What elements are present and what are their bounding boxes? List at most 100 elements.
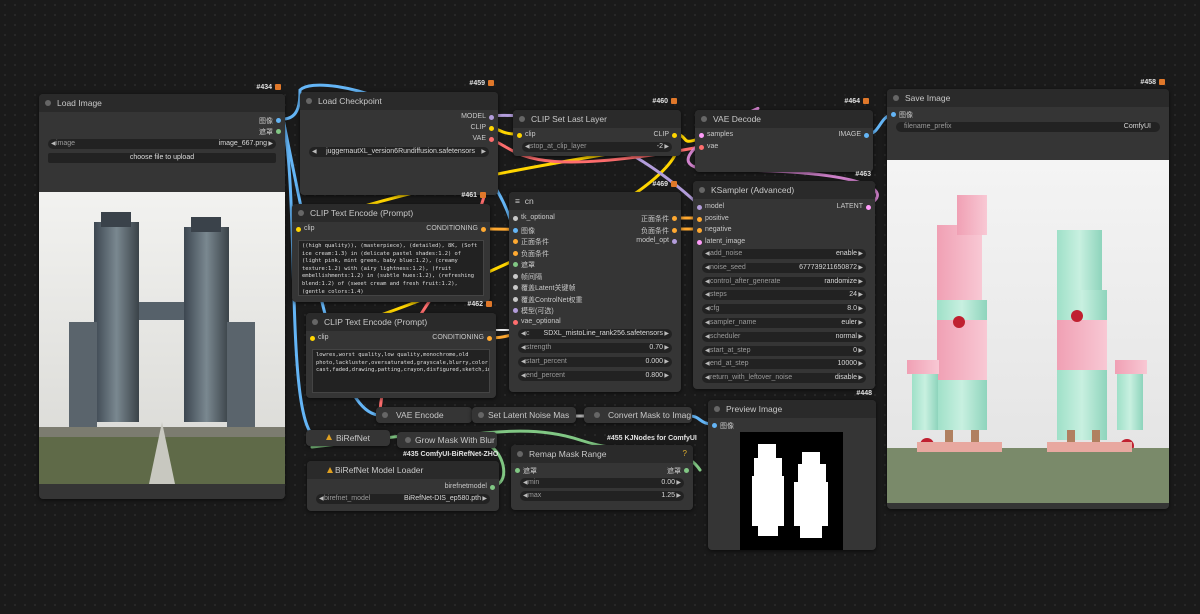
arrow-left-icon[interactable]: ◀ bbox=[51, 141, 56, 147]
ksampler-input[interactable]: latent_image bbox=[697, 238, 745, 245]
node-id: #458 bbox=[1140, 79, 1165, 86]
node-id: #463 bbox=[855, 171, 871, 178]
node-id: #469 bbox=[652, 181, 677, 188]
input-clip[interactable]: clip bbox=[296, 225, 315, 232]
output-image[interactable]: 图像 bbox=[259, 116, 281, 126]
node-id: #462 bbox=[467, 301, 492, 308]
cn-input[interactable]: 模型(可选) bbox=[513, 306, 554, 316]
cn-input[interactable]: 正面条件 bbox=[513, 237, 549, 247]
ksampler-input[interactable]: model bbox=[697, 203, 724, 210]
set-latent-noise-mask-node[interactable]: Set Latent Noise Mas bbox=[472, 407, 576, 423]
output-birefnetmodel[interactable]: birefnetmodel bbox=[445, 483, 495, 490]
clip-set-last-layer-node[interactable]: CLIP Set Last Layer clip CLIP ◀stop_at_c… bbox=[513, 98, 681, 156]
output-mask[interactable]: 遮罩 bbox=[667, 466, 689, 476]
birefnet-model-loader-node[interactable]: BiRefNet Model Loader birefnetmodel ◀bir… bbox=[307, 461, 499, 511]
collapse-dot-icon[interactable] bbox=[45, 100, 51, 106]
output-image[interactable]: IMAGE bbox=[838, 131, 869, 138]
fox-icon bbox=[275, 84, 281, 90]
input-clip[interactable]: clip bbox=[517, 131, 536, 138]
convert-mask-node[interactable]: Convert Mask to Imag bbox=[584, 407, 692, 423]
node-title: CLIP Text Encode (Prompt) bbox=[324, 317, 428, 327]
node-title: Remap Mask Range bbox=[529, 449, 607, 459]
output-mask[interactable]: 遮罩 bbox=[259, 127, 281, 137]
cn-output[interactable]: model_opt bbox=[636, 237, 677, 244]
input-mask[interactable]: 遮罩 bbox=[515, 466, 537, 476]
mask-preview bbox=[740, 432, 843, 550]
node-id: #464 bbox=[844, 98, 869, 105]
link-image-bir bbox=[281, 117, 317, 439]
preview-image-node[interactable]: Preview Image 图像 #448 bbox=[708, 390, 876, 550]
negative-prompt-textarea[interactable]: lowres,worst quality,low quality,monochr… bbox=[312, 349, 490, 393]
output-conditioning[interactable]: CONDITIONING bbox=[432, 334, 492, 341]
cn-input[interactable]: 负面条件 bbox=[513, 249, 549, 259]
cn-input[interactable]: 覆盖ControlNet权重 bbox=[513, 295, 582, 305]
ksampler-input[interactable]: negative bbox=[697, 226, 731, 233]
cn-output[interactable]: 正面条件 bbox=[641, 214, 677, 224]
input-clip[interactable]: clip bbox=[310, 334, 329, 341]
cn-input[interactable]: 遮罩 bbox=[513, 260, 535, 270]
node-title: Grow Mask With Blur bbox=[415, 435, 495, 445]
input-image[interactable]: 图像 bbox=[891, 110, 913, 120]
output-latent[interactable]: LATENT bbox=[837, 203, 871, 210]
arrow-right-icon[interactable]: ▶ bbox=[268, 141, 273, 147]
node-id: #461 bbox=[461, 192, 486, 199]
upload-button[interactable]: choose file to upload bbox=[48, 153, 276, 163]
node-id: #434 bbox=[256, 84, 281, 91]
input-image[interactable]: 图像 bbox=[712, 421, 734, 431]
input-image-preview bbox=[39, 192, 285, 484]
cn-input[interactable]: 图像 bbox=[513, 226, 535, 236]
output-clip[interactable]: CLIP bbox=[653, 131, 677, 138]
vae-encode-node[interactable]: VAE Encode bbox=[376, 407, 472, 423]
cn-output[interactable]: 负面条件 bbox=[641, 226, 677, 236]
input-vae[interactable]: vae bbox=[699, 143, 718, 150]
cn-input[interactable]: vae_optional bbox=[513, 318, 561, 325]
output-clip[interactable]: CLIP bbox=[470, 124, 494, 131]
collapse-dot-icon[interactable] bbox=[306, 98, 312, 104]
output-model[interactable]: MODEL bbox=[461, 113, 494, 120]
cn-input[interactable]: 覆盖Latent关键帧 bbox=[513, 283, 575, 293]
input-samples[interactable]: samples bbox=[699, 131, 733, 138]
group-label-kjnodes: #455 KJNodes for ComfyUI bbox=[607, 435, 697, 442]
clip-text-encode-negative-node[interactable]: CLIP Text Encode (Prompt) clip CONDITION… bbox=[306, 301, 496, 398]
load-checkpoint-node[interactable]: Load Checkpoint MODEL CLIP VAE ◀juggerna… bbox=[300, 80, 498, 195]
node-title: CLIP Set Last Layer bbox=[531, 114, 607, 124]
help-icon[interactable]: ? bbox=[682, 449, 687, 458]
output-vae[interactable]: VAE bbox=[473, 135, 494, 142]
node-title: CLIP Text Encode (Prompt) bbox=[310, 208, 414, 218]
grow-mask-node[interactable]: Grow Mask With Blur bbox=[397, 432, 497, 448]
positive-prompt-textarea[interactable]: ((high quality)), (masterpiece), (detail… bbox=[298, 240, 484, 296]
stop-layer-widget[interactable]: ◀stop_at_clip_layer-2▶ bbox=[522, 142, 672, 152]
cn-input[interactable]: tk_optional bbox=[513, 214, 555, 221]
cn-input[interactable]: 帧间隔 bbox=[513, 272, 542, 282]
clip-text-encode-positive-node[interactable]: CLIP Text Encode (Prompt) clip CONDITION… bbox=[292, 192, 490, 302]
birefnet-node[interactable]: BiRefNet bbox=[306, 430, 390, 446]
ksampler-input[interactable]: positive bbox=[697, 215, 729, 222]
vae-decode-node[interactable]: VAE Decode samples vae IMAGE #464 bbox=[695, 98, 873, 172]
output-conditioning[interactable]: CONDITIONING bbox=[426, 225, 486, 232]
ckpt-select[interactable]: ◀juggernautXL_version6Rundiffusion.safet… bbox=[309, 147, 489, 157]
